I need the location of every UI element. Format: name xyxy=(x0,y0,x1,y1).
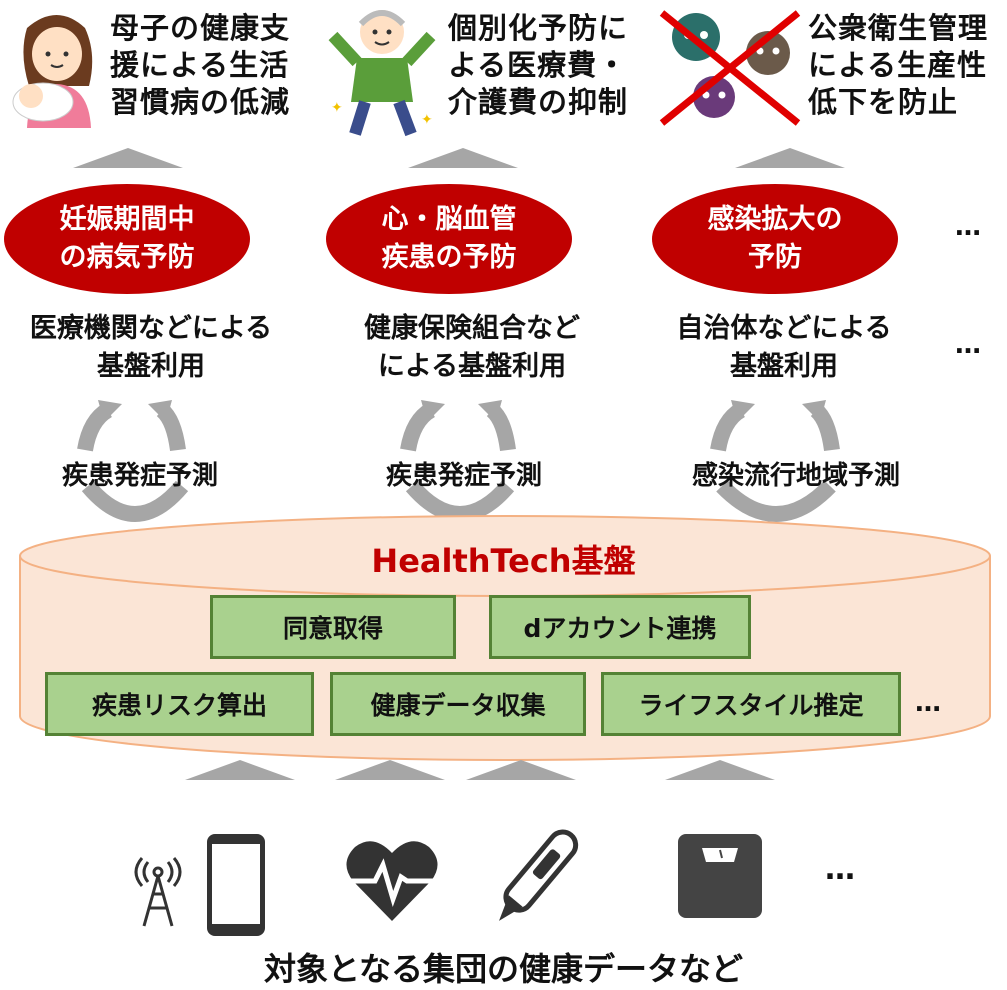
cycle-arrows xyxy=(77,400,840,522)
module-risk: 疾患リスク算出 xyxy=(45,672,314,736)
svg-text:✦: ✦ xyxy=(331,100,343,116)
goal-infection: 感染拡大の 予防 xyxy=(652,184,898,294)
scale-icon xyxy=(678,834,762,918)
prediction-disease-2: 疾患発症予測 xyxy=(385,461,542,491)
usage-medical: 医療機関などによる 基盤利用 xyxy=(29,313,273,382)
up-arrow xyxy=(665,760,775,780)
usage-insurance: 健康保険組合など による基盤利用 xyxy=(364,313,580,382)
up-arrow xyxy=(466,760,576,780)
goal-label: 心・脳血管 疾患の予防 xyxy=(381,204,517,273)
platform-title: HealthTech基盤 xyxy=(371,542,636,580)
ellipsis: … xyxy=(955,330,983,360)
module-lifestyle: ライフスタイル推定 xyxy=(601,672,901,736)
up-arrow xyxy=(335,760,445,780)
outcome-medical-cost: 個別化予防に よる医療費・ 介護費の抑制 xyxy=(448,11,629,119)
goal-label: 妊娠期間中 の病気予防 xyxy=(59,204,195,273)
module-data-collection: 健康データ収集 xyxy=(330,672,586,736)
heart-pulse-icon xyxy=(346,841,438,921)
module-d-account: dアカウント連携 xyxy=(489,595,751,659)
antenna-icon xyxy=(134,857,182,927)
goal-label: 感染拡大の 予防 xyxy=(707,204,843,273)
module-consent: 同意取得 xyxy=(210,595,456,659)
svg-text:✦: ✦ xyxy=(421,112,433,128)
thermometer-icon xyxy=(499,829,579,921)
usage-municipal: 自治体などによる 基盤利用 xyxy=(676,313,892,382)
footer-caption: 対象となる集団の健康データなど xyxy=(263,950,744,988)
crossed-germs-icon xyxy=(659,10,801,126)
ellipsis: … xyxy=(955,212,983,242)
prediction-disease-1: 疾患発症予測 xyxy=(61,461,218,491)
up-arrow xyxy=(735,148,845,168)
ellipsis: … xyxy=(915,688,943,718)
outcome-public-health: 公衆衛生管理 による生産性 低下を防止 xyxy=(808,11,989,119)
outcome-maternal-health: 母子の健康支 援による生活 習慣病の低減 xyxy=(110,11,291,119)
goal-cardio: 心・脳血管 疾患の予防 xyxy=(326,184,572,294)
goal-pregnancy: 妊娠期間中 の病気予防 xyxy=(4,184,250,294)
smartphone-icon xyxy=(207,834,265,936)
prediction-infection: 感染流行地域予測 xyxy=(691,461,900,491)
ellipsis: … xyxy=(825,852,857,887)
up-arrow xyxy=(185,760,295,780)
elderly-man-icon: ✦✦ xyxy=(328,10,436,137)
up-arrow xyxy=(73,148,183,168)
mother-baby-icon xyxy=(12,15,93,128)
up-arrow xyxy=(408,148,518,168)
